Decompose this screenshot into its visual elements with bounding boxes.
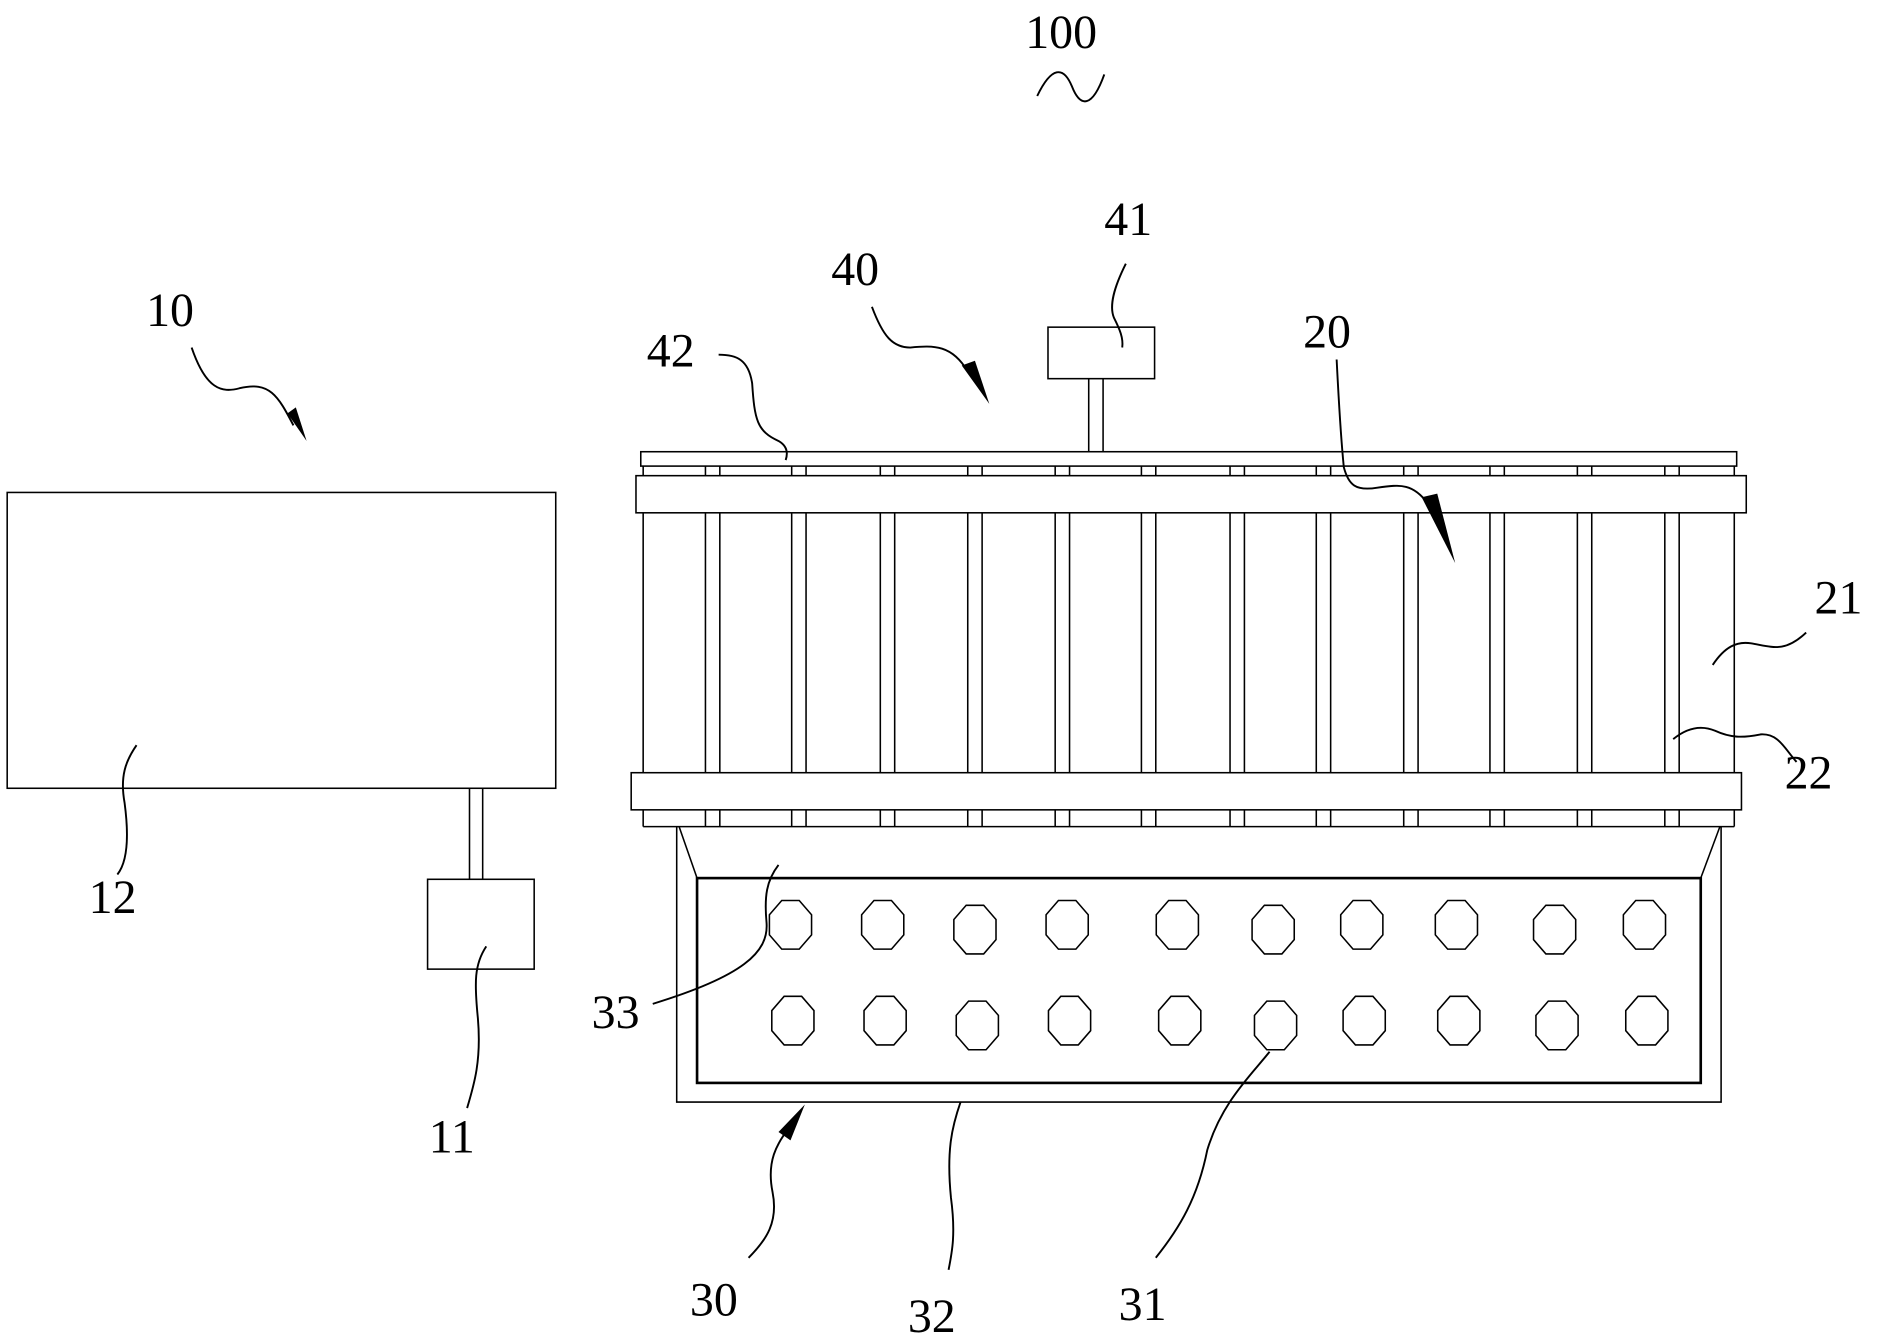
hole-31 bbox=[1157, 995, 1202, 1046]
hopper-left-33 bbox=[678, 826, 698, 879]
unit-10 bbox=[6, 491, 557, 970]
label-31: 31 bbox=[1119, 1278, 1167, 1331]
label-42: 42 bbox=[647, 325, 695, 378]
arrow-40-icon bbox=[961, 360, 990, 404]
leader-20 bbox=[1335, 359, 1429, 504]
label-32: 32 bbox=[908, 1290, 956, 1343]
hole-31 bbox=[1434, 899, 1479, 950]
inner-tray bbox=[695, 876, 1703, 1085]
label-33: 33 bbox=[592, 986, 640, 1039]
hole-31 bbox=[1535, 1000, 1579, 1051]
upper-crossbar bbox=[635, 474, 1748, 514]
body-12 bbox=[6, 491, 557, 790]
hole-31 bbox=[955, 1000, 1000, 1051]
box-11 bbox=[426, 878, 535, 970]
label-10: 10 bbox=[146, 284, 194, 337]
frame-20 bbox=[630, 466, 1748, 828]
label-30: 30 bbox=[690, 1273, 738, 1326]
hole-31 bbox=[771, 995, 815, 1046]
arrow-20-icon bbox=[1421, 493, 1456, 564]
hole-31 bbox=[768, 899, 813, 950]
hole-31 bbox=[1342, 995, 1387, 1046]
leader-30 bbox=[747, 1125, 792, 1259]
leader-40 bbox=[871, 306, 969, 372]
label-22: 22 bbox=[1785, 746, 1833, 799]
leader-41 bbox=[1111, 263, 1127, 348]
hole-31 bbox=[1624, 995, 1669, 1046]
leader-33 bbox=[652, 864, 780, 1005]
hole-31 bbox=[1532, 904, 1577, 955]
label-21: 21 bbox=[1815, 571, 1863, 624]
label-41: 41 bbox=[1104, 193, 1152, 246]
leader-21 bbox=[1711, 631, 1807, 666]
arrow-30-icon bbox=[778, 1104, 805, 1141]
hole-31 bbox=[953, 904, 997, 955]
label-20: 20 bbox=[1303, 306, 1351, 359]
label-12: 12 bbox=[89, 871, 137, 924]
hole-31 bbox=[1253, 1000, 1298, 1051]
hole-31 bbox=[1436, 995, 1481, 1046]
tilde-icon bbox=[1036, 71, 1106, 103]
top-plate-42 bbox=[639, 450, 1738, 467]
label-40: 40 bbox=[831, 243, 879, 296]
lower-crossbar bbox=[630, 771, 1743, 811]
leader-32 bbox=[947, 1101, 962, 1270]
drive-box-41 bbox=[1047, 326, 1156, 380]
leader-31 bbox=[1155, 1051, 1271, 1259]
hole-31 bbox=[860, 899, 905, 950]
hole-31 bbox=[1251, 904, 1296, 955]
label-100: 100 bbox=[1025, 6, 1097, 59]
hole-31 bbox=[863, 995, 907, 1046]
tray-30 bbox=[675, 826, 1722, 1103]
hole-31 bbox=[1155, 899, 1200, 950]
leader-10 bbox=[190, 347, 295, 426]
hopper-right-33 bbox=[1700, 826, 1721, 879]
hole-31 bbox=[1047, 995, 1092, 1046]
label-11: 11 bbox=[429, 1110, 475, 1163]
outer-tray-32 bbox=[675, 826, 1722, 1103]
arrow-10-icon bbox=[287, 407, 307, 441]
leader-42 bbox=[718, 353, 788, 461]
top-assembly-40 bbox=[639, 326, 1738, 467]
hole-31 bbox=[1622, 899, 1667, 950]
leader-11 bbox=[466, 945, 488, 1109]
hole-31 bbox=[1045, 899, 1090, 950]
leader-12 bbox=[116, 744, 138, 876]
hole-31 bbox=[1339, 899, 1384, 950]
leader-22 bbox=[1672, 727, 1798, 763]
